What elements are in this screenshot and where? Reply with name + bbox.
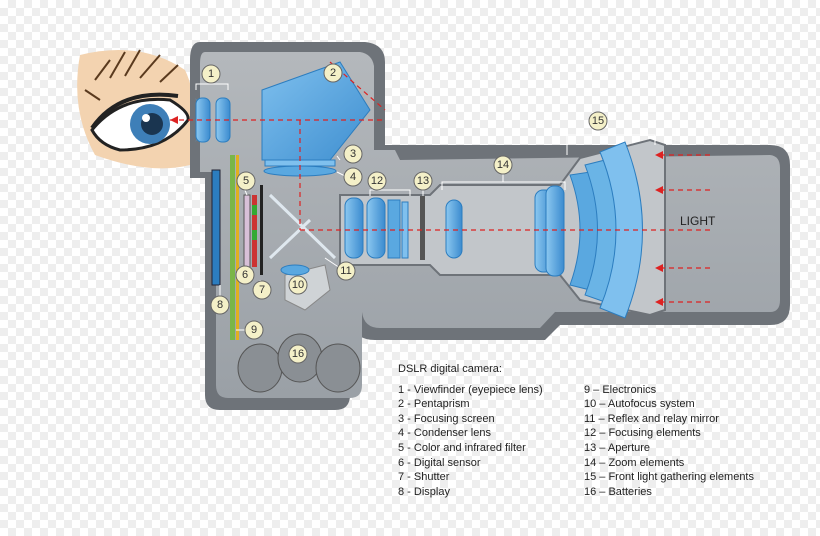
callout-5: 5 (236, 171, 256, 191)
color-filter-green-2 (252, 230, 257, 240)
callout-11: 11 (336, 261, 356, 281)
legend-column-2: 9 – Electronics 10 – Autofocus system 11… (584, 383, 754, 500)
legend-item: 8 - Display (398, 485, 450, 498)
callout-13-label: 13 (417, 175, 429, 187)
legend-item: 9 – Electronics (584, 383, 657, 396)
callout-3: 3 (343, 144, 363, 164)
legend-item: 5 - Color and infrared filter (398, 441, 526, 454)
callout-4-label: 4 (350, 171, 356, 183)
focusing-elements (344, 197, 409, 259)
callout-10-label: 10 (292, 279, 304, 291)
callout-11-label: 11 (340, 265, 351, 277)
shutter (260, 185, 263, 275)
legend-item: 4 - Condenser lens (398, 427, 491, 440)
callout-14-label: 14 (497, 159, 509, 171)
callout-14: 14 (493, 155, 513, 175)
callout-13: 13 (413, 171, 433, 191)
callout-2: 2 (323, 63, 343, 83)
legend-item: 16 – Batteries (584, 485, 652, 498)
zoom-elements (445, 185, 565, 277)
callout-3-label: 3 (350, 148, 356, 160)
legend-item: 13 – Aperture (584, 441, 651, 454)
legend-item: 11 – Reflex and relay mirror (584, 412, 719, 425)
eye-illustration (77, 49, 194, 169)
callout-7-label: 7 (259, 284, 265, 296)
legend-item: 14 – Zoom elements (584, 456, 685, 469)
callout-7: 7 (252, 280, 272, 300)
legend-item: 3 - Focusing screen (398, 412, 495, 425)
legend-item: 7 - Shutter (398, 471, 450, 484)
electronics-board (230, 155, 235, 340)
callout-8-label: 8 (217, 299, 223, 311)
legend-title: DSLR digital camera: (398, 363, 502, 375)
eyepiece-lenses (195, 97, 231, 143)
callout-15-label: 15 (592, 115, 604, 127)
callout-9-label: 9 (251, 324, 257, 336)
callout-12: 12 (367, 171, 387, 191)
reflex-mirror (268, 193, 337, 260)
legend-item: 12 – Focusing elements (584, 427, 701, 440)
callout-1-label: 1 (208, 68, 214, 80)
callout-2-label: 2 (330, 67, 336, 79)
callout-16: 16 (288, 344, 308, 364)
legend-column-1: 1 - Viewfinder (eyepiece lens) 2 - Penta… (398, 383, 584, 500)
light-label: LIGHT (680, 214, 716, 228)
callout-15: 15 (588, 111, 608, 131)
legend-item: 2 - Pentaprism (398, 398, 470, 411)
aperture (420, 196, 425, 260)
autofocus-lens (280, 264, 310, 276)
callout-10: 10 (288, 275, 308, 295)
ray-arrowheads (170, 116, 663, 306)
digital-sensor (243, 194, 251, 268)
callout-16-label: 16 (292, 348, 304, 360)
callout-8: 8 (210, 295, 230, 315)
legend: DSLR digital camera: 1 - Viewfinder (eye… (398, 362, 754, 499)
electronics-board-edge (236, 155, 239, 340)
callout-5-label: 5 (243, 175, 249, 187)
legend-item: 10 – Autofocus system (584, 398, 695, 411)
callout-6: 6 (235, 265, 255, 285)
legend-item: 1 - Viewfinder (eyepiece lens) (398, 383, 543, 396)
display (211, 169, 221, 286)
callout-4: 4 (343, 167, 363, 187)
front-elements (569, 141, 643, 319)
callout-12-label: 12 (371, 175, 383, 187)
callout-9: 9 (244, 320, 264, 340)
color-filter-green (252, 205, 257, 215)
legend-item: 15 – Front light gathering elements (584, 471, 754, 484)
legend-item: 6 - Digital sensor (398, 456, 481, 469)
callout-1: 1 (201, 64, 221, 84)
callout-6-label: 6 (242, 269, 248, 281)
